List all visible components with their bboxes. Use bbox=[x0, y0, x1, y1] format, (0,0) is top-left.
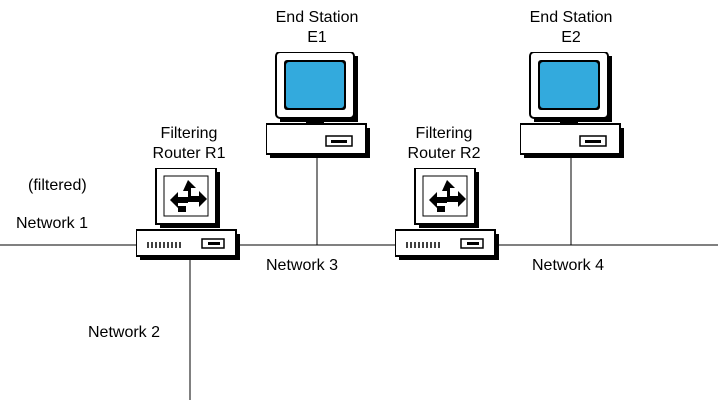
network-1-label: Network 1 bbox=[16, 215, 89, 232]
filtered-note: (filtered) bbox=[28, 177, 87, 194]
router-r2-icon bbox=[395, 168, 499, 260]
router-r2-label-line1: Filtering bbox=[415, 125, 473, 142]
station-e1-label: End Station E1 bbox=[276, 8, 359, 48]
router-r1-label-line1: Filtering bbox=[160, 125, 218, 142]
end-station-e1-icon bbox=[266, 52, 370, 158]
router-r1-label-line2: Router R1 bbox=[152, 145, 226, 162]
router-r2-label-line2: Router R2 bbox=[407, 145, 481, 162]
station-e2-label-line1: End Station bbox=[529, 9, 613, 26]
station-e1-label-line1: End Station bbox=[275, 9, 359, 26]
network-3-label: Network 3 bbox=[266, 257, 339, 274]
network-4-label: Network 4 bbox=[532, 257, 605, 274]
end-station-e2-icon bbox=[520, 52, 624, 158]
network-2-label: Network 2 bbox=[88, 324, 161, 341]
router-r2-label: Filtering Router R2 bbox=[408, 124, 481, 164]
station-e2-label: End Station E2 bbox=[530, 8, 613, 48]
router-r1-label: Filtering Router R1 bbox=[153, 124, 226, 164]
station-e2-label-line2: E2 bbox=[561, 29, 581, 46]
station-e1-label-line2: E1 bbox=[307, 29, 327, 46]
router-r1-icon bbox=[136, 168, 240, 260]
